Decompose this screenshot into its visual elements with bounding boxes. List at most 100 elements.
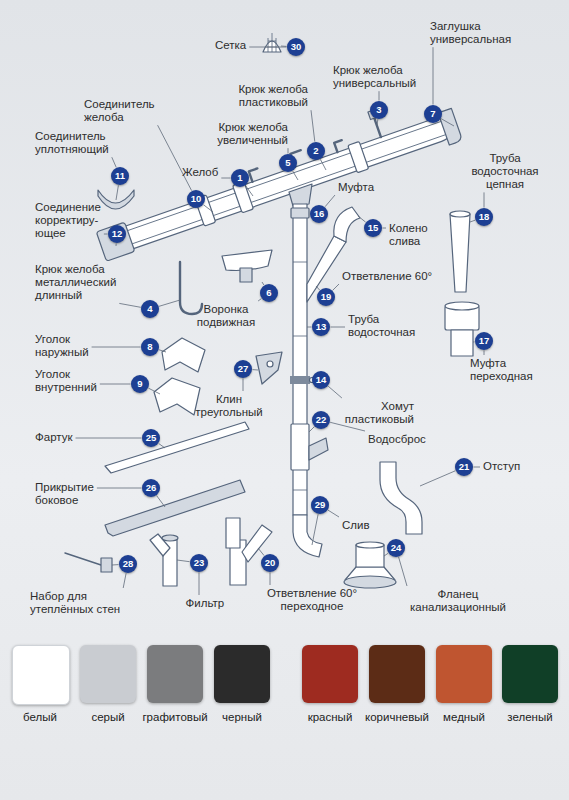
leader-line <box>358 216 366 222</box>
part-label: Фартук <box>35 431 72 444</box>
callout-number: 25Фартук <box>142 429 160 447</box>
downpipe-part <box>290 376 310 384</box>
callout-number: 30Сетка <box>287 38 305 56</box>
callout-number: 13Труба водосточная <box>312 318 330 336</box>
leader-line <box>377 119 379 126</box>
leader-line <box>328 510 339 517</box>
corner-part <box>162 338 205 372</box>
callout-number-text: 9 <box>131 375 149 393</box>
leader-line <box>293 171 298 180</box>
callout-number-text: 30 <box>287 38 305 56</box>
callout-number: 24Фланец канализационный <box>387 539 405 557</box>
leader-line <box>433 47 434 104</box>
legend-text: белый <box>0 711 80 724</box>
part-label: Труба водосточная <box>348 313 428 339</box>
legend-text: зеленый <box>490 711 569 724</box>
callout-number-text: 16 <box>310 205 328 223</box>
part-label: Крюк желоба увеличенный <box>188 121 288 147</box>
leader-line <box>204 205 214 212</box>
part-label: Сетка <box>215 39 246 52</box>
color-swatch <box>214 645 270 703</box>
clamp-part <box>256 352 282 384</box>
part-label: Уголок наружный <box>35 333 100 359</box>
callout-number-text: 25 <box>142 429 160 447</box>
callout-number: 6Воронка подвижная <box>260 284 278 302</box>
leader-line <box>312 514 318 545</box>
clamp-part <box>256 352 282 384</box>
legend-text: коричневый <box>357 711 437 724</box>
leader-line <box>399 557 407 586</box>
flange-part <box>344 576 396 588</box>
part-label: Труба водосточная цепная <box>467 152 543 192</box>
callout-number: 23Фильтр <box>190 554 208 572</box>
downpipe-part <box>293 515 322 557</box>
chain-pipe-part <box>450 211 470 217</box>
leader-line <box>307 327 312 328</box>
leader-line <box>470 220 475 222</box>
leader-line <box>157 496 165 507</box>
part-label: Воронка подвижная <box>193 303 259 329</box>
leader-line <box>420 471 455 486</box>
leader-line <box>281 46 287 47</box>
callout-number: 20Ответвление 60° переходное <box>261 554 279 572</box>
callout-number: 3Крюк желоба универсальный <box>370 101 388 119</box>
part-label: Крюк желоба металлический длинный <box>35 263 145 303</box>
part-label: Фильтр <box>186 597 225 610</box>
kit-part <box>101 558 112 572</box>
chain-pipe-part <box>450 211 470 292</box>
callout-number-text: 11 <box>111 167 129 185</box>
callout-number: 2Крюк желоба пластиковый <box>307 142 325 160</box>
callout-number: 27Клин треугольный <box>234 360 252 378</box>
part-label: Набор для утеплённых стен <box>30 590 130 616</box>
downpipe-part <box>289 184 312 206</box>
callout-number-text: 4 <box>141 300 159 318</box>
part-label: Крюк желоба универсальный <box>333 64 428 90</box>
part-label: Соединение корректиру- ющее <box>35 201 107 241</box>
callout-number: 26Прикрытие боковое <box>142 479 160 497</box>
leader-line <box>258 548 264 556</box>
leader-line <box>309 427 314 432</box>
leader-line <box>258 299 261 301</box>
downpipe-part <box>334 207 360 242</box>
callout-number-text: 28 <box>119 555 137 573</box>
flange-part <box>356 542 384 548</box>
part-label: Фланец канализационный <box>403 588 513 614</box>
gutter-part <box>249 168 261 181</box>
leader-line <box>379 91 380 100</box>
leader-line <box>288 148 289 153</box>
callout-number-text: 13 <box>312 318 330 336</box>
part-label: Крюк желоба пластиковый <box>213 83 308 109</box>
color-swatch <box>147 645 203 703</box>
corner-part <box>154 378 200 415</box>
callout-number: 22Водосброс <box>312 411 330 429</box>
callout-number: 17Муфта переходная <box>475 332 493 350</box>
leader-line <box>92 347 141 348</box>
offset-part <box>380 462 422 534</box>
muff-part <box>445 302 479 356</box>
part-label: Водосброс <box>368 433 426 446</box>
callout-number: 7Заглушка универсальная <box>424 105 442 123</box>
leader-line <box>246 186 253 196</box>
callout-number: 14Хомут пластиковый <box>312 371 330 389</box>
callout-number: 4Крюк желоба металлический длинный <box>141 300 159 318</box>
leader-line <box>384 553 388 556</box>
clamp-part <box>267 361 273 367</box>
part-label: Уголок внутренний <box>35 368 105 394</box>
leader-line <box>221 178 230 179</box>
muff-part <box>445 302 479 310</box>
callout-number-text: 7 <box>424 105 442 123</box>
color-swatch <box>80 645 136 703</box>
legend-text: медный <box>424 711 504 724</box>
part-label: Слив <box>342 519 370 532</box>
apron-part <box>105 422 249 473</box>
callout-number-text: 20 <box>261 554 279 572</box>
leader-line <box>199 573 200 596</box>
callout-number-text: 18 <box>475 208 493 226</box>
callout-number: 15Колено слива <box>364 219 382 237</box>
callout-number: 21Отступ <box>455 458 473 476</box>
gutter-part <box>348 142 369 173</box>
part-label: Заглушка универсальная <box>430 20 522 46</box>
callout-number-text: 15 <box>364 219 382 237</box>
leader-line <box>270 573 271 586</box>
